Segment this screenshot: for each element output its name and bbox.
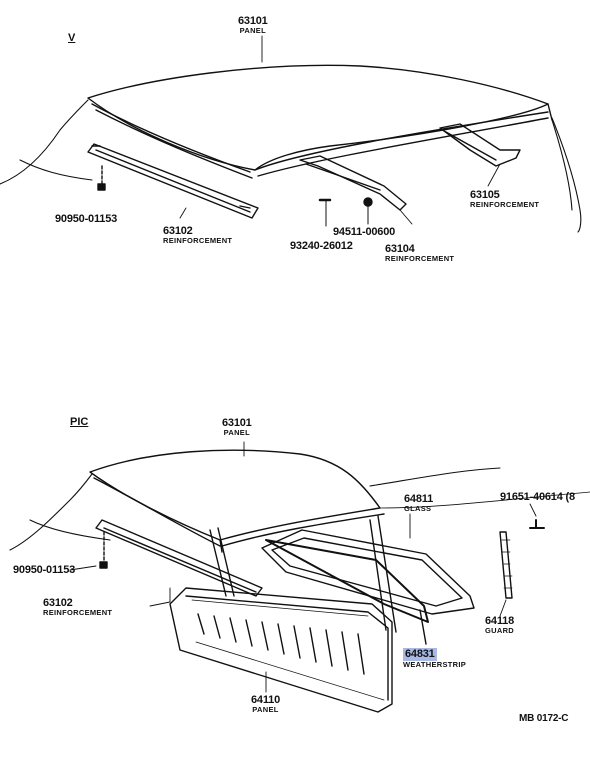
pic-body-outline [9, 467, 590, 551]
part-name: REINFORCEMENT [163, 236, 233, 245]
callout-pic-63102: 63102 REINFORCEMENT [43, 598, 112, 617]
part-number-highlighted: 64831 [403, 648, 437, 661]
part-name: PANEL [223, 428, 250, 437]
v-fasteners [97, 165, 373, 227]
pic-rear-frame [209, 515, 397, 633]
callout-v-93240-26012: 93240-26012 [290, 241, 353, 252]
callout-v-63104: 63104 REINFORCEMENT [385, 244, 454, 263]
v-roof-panel [87, 64, 553, 179]
part-number: 94511-00600 [333, 226, 396, 238]
part-name: REINFORCEMENT [43, 608, 113, 617]
part-name: REINFORCEMENT [385, 254, 455, 263]
callout-pic-64831: 64831 WEATHERSTRIP [403, 645, 466, 669]
v-reinforcement-63105 [439, 123, 521, 167]
pic-weatherstrip-64831 [265, 539, 429, 645]
callout-pic-64811: 64811 GLASS [404, 494, 433, 513]
section-label-v: V [68, 32, 76, 44]
callout-pic-64110: 64110 PANEL [251, 695, 280, 714]
part-number: 90950-01153 [55, 213, 118, 225]
part-number: 63105 [470, 189, 500, 201]
v-reinforcement-63104 [299, 155, 407, 211]
callout-v-63105: 63105 REINFORCEMENT [470, 190, 539, 209]
callout-v-63101: 63101 PANEL [238, 16, 268, 35]
part-number: 64811 [404, 493, 433, 505]
part-number: 90950-01153 [13, 564, 76, 576]
pic-leader-lines [69, 441, 537, 693]
part-name: PANEL [252, 705, 279, 714]
part-name: WEATHERSTRIP [403, 660, 467, 669]
part-number: 64118 [485, 615, 514, 627]
v-reinforcement-63102 [87, 143, 259, 219]
part-number: 63101 [222, 417, 252, 429]
part-number: 91651-40614 (8 [500, 491, 575, 503]
pic-fasteners [99, 519, 545, 569]
callout-pic-90950-01153: 90950-01153 [13, 565, 75, 576]
callout-v-90950-01153: 90950-01153 [55, 214, 117, 225]
part-number: 63102 [43, 597, 73, 609]
part-number: 63101 [238, 15, 268, 27]
pic-glass-64811 [261, 529, 475, 615]
part-number: 93240-26012 [290, 240, 353, 252]
part-name: GLASS [404, 504, 432, 513]
section-label-pic: PIC [70, 416, 89, 428]
callout-pic-64118: 64118 GUARD [485, 616, 514, 635]
pic-reinforcement-63102 [95, 519, 263, 597]
pic-panel-64110 [169, 587, 393, 713]
callout-pic-91651-40614: 91651-40614 (8 [500, 492, 575, 503]
callout-v-63102: 63102 REINFORCEMENT [163, 226, 232, 245]
part-name: REINFORCEMENT [470, 200, 540, 209]
part-name: GUARD [485, 626, 514, 635]
v-body-outline [0, 99, 582, 233]
part-number: 64110 [251, 694, 280, 706]
callout-v-94511-00600: 94511-00600 [333, 227, 395, 238]
part-name: PANEL [239, 26, 266, 35]
diagram-code: MB 0172-C [519, 713, 569, 724]
part-number: 63102 [163, 225, 193, 237]
pic-guard-64118 [499, 531, 513, 599]
callout-pic-63101: 63101 PANEL [222, 418, 252, 437]
part-number: 63104 [385, 243, 415, 255]
v-leader-lines [179, 35, 501, 225]
